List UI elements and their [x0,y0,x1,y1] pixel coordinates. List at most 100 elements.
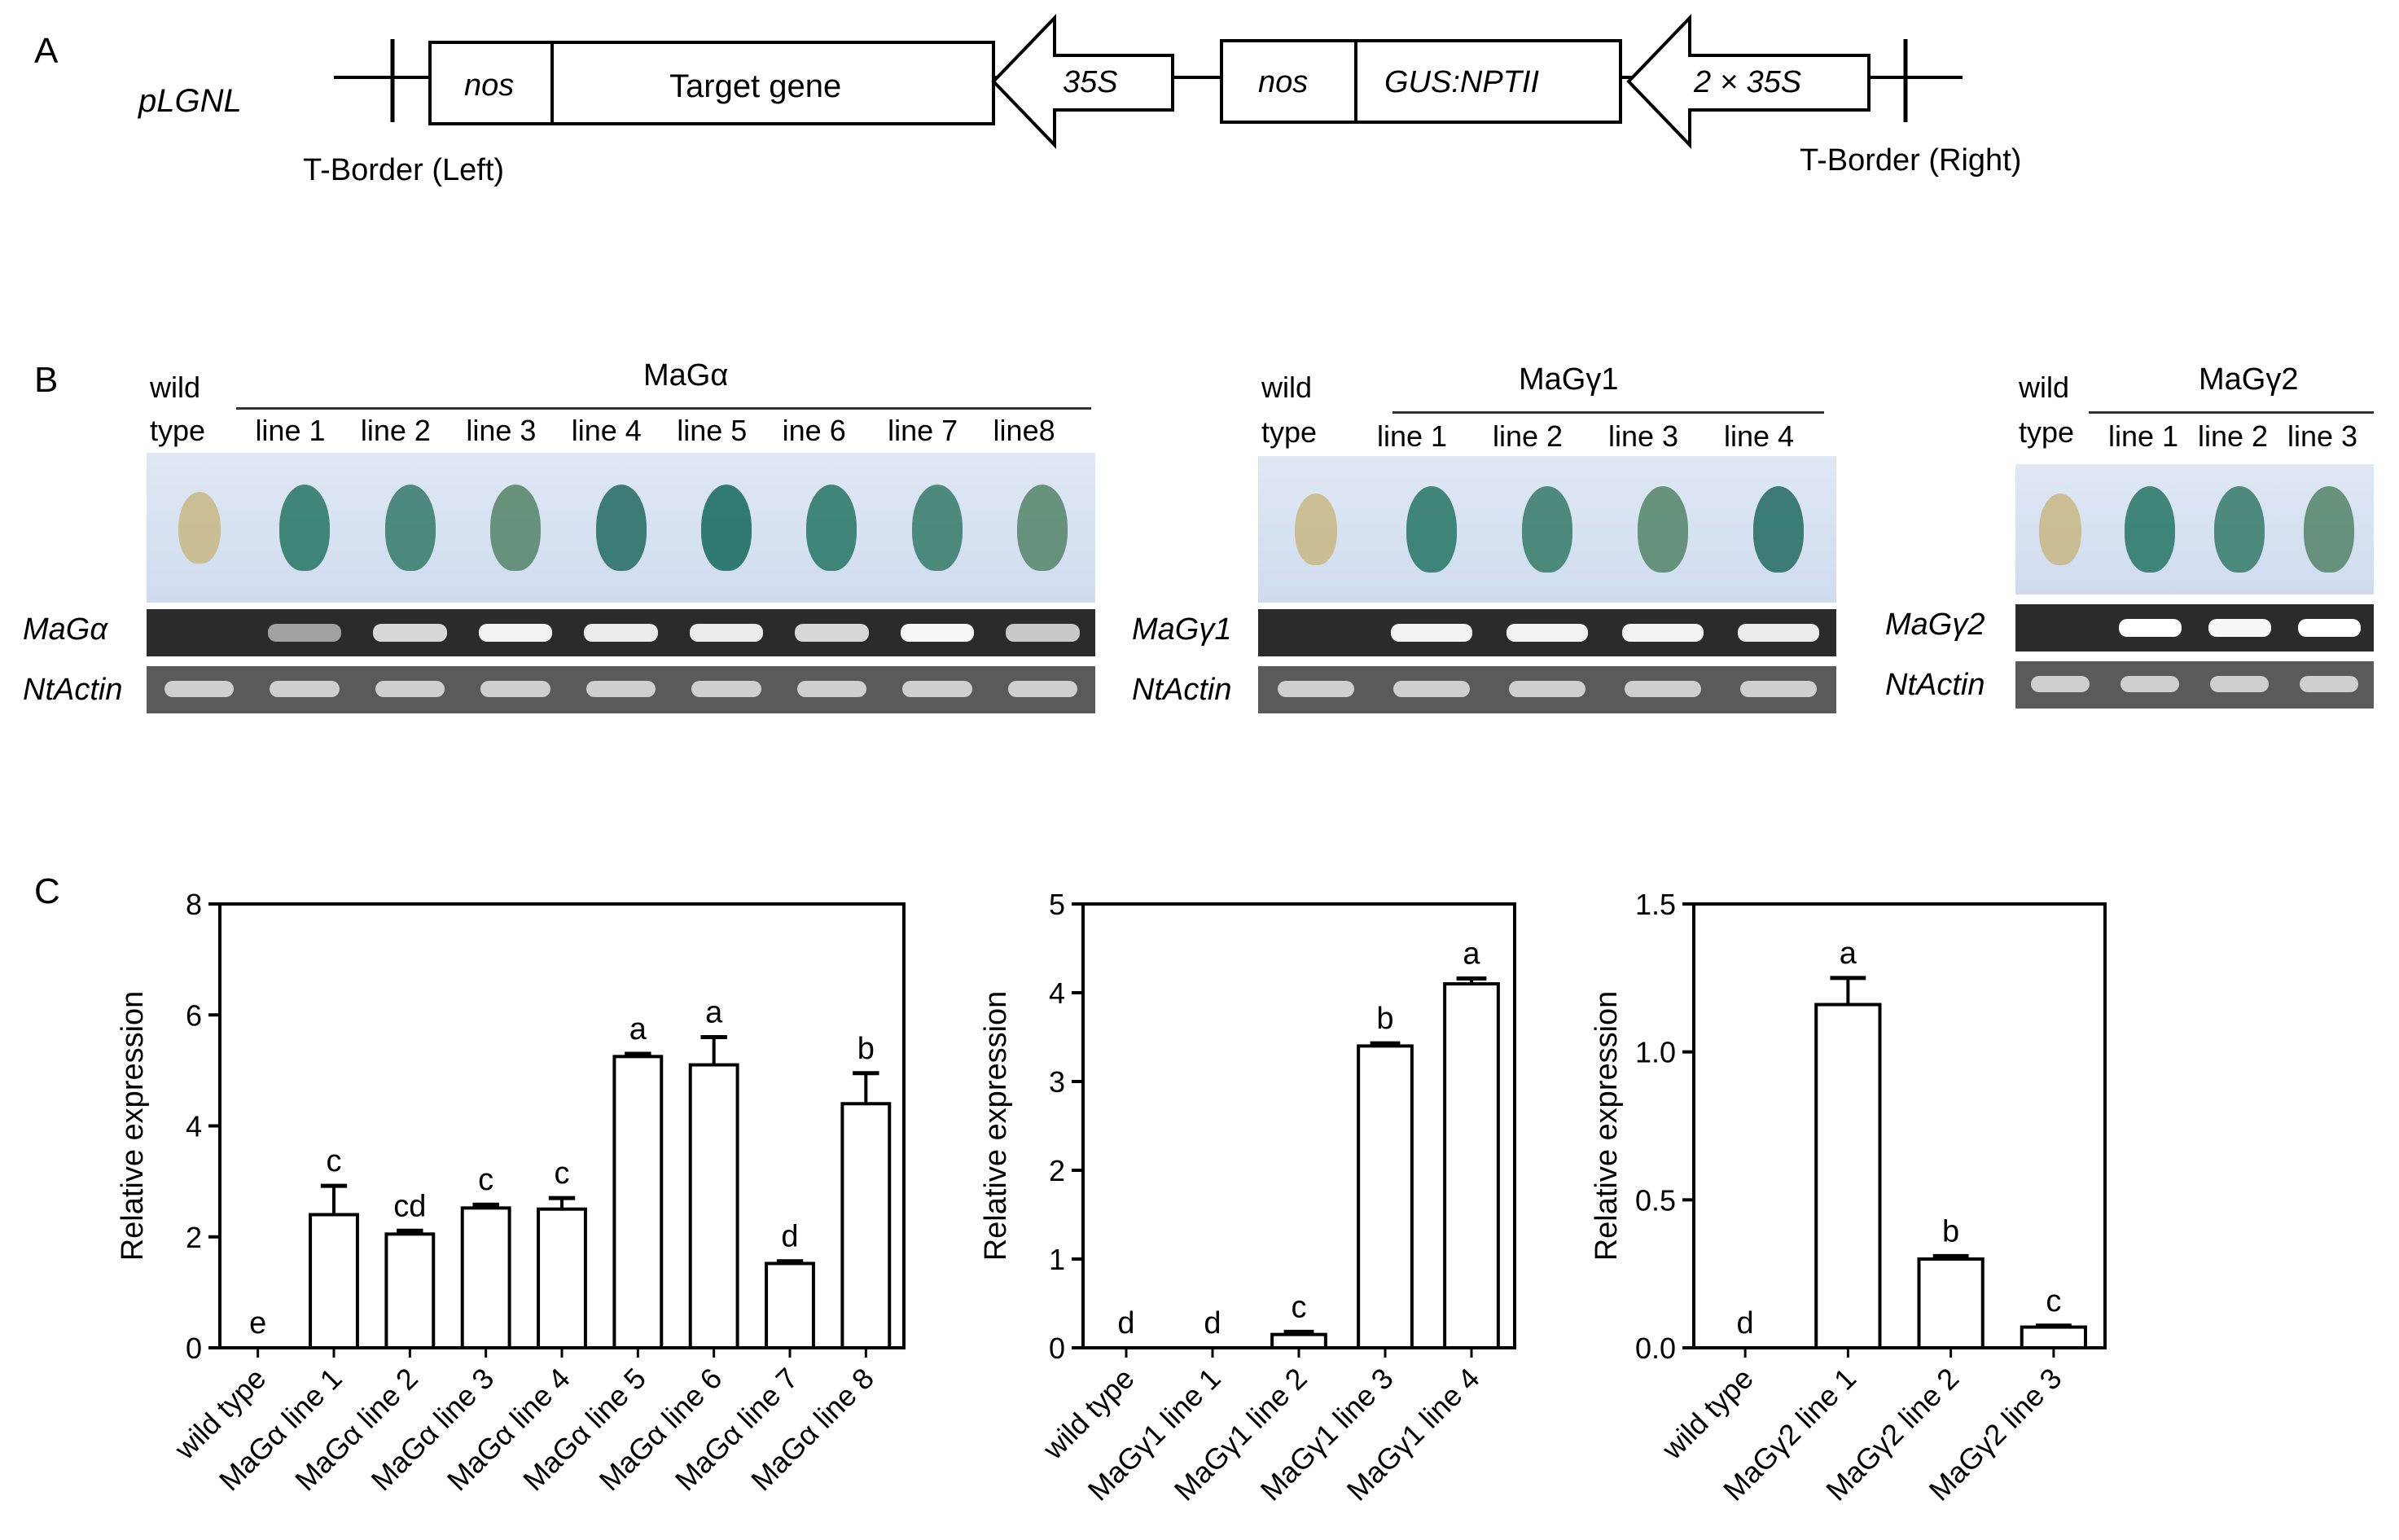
nos-label-2: nos [1258,65,1309,99]
significance-letter: c [2046,1284,2061,1318]
leaf-sample [2214,486,2265,573]
gel-band [689,624,764,642]
wild-type-label: wild [150,371,201,404]
significance-letter: a [1463,937,1480,972]
gel-band [1740,681,1817,697]
wild-type-label: type [1261,415,1318,449]
panel-c-letter: C [34,871,60,911]
gel-band [1625,681,1701,697]
gel-band [1391,624,1472,642]
bar [765,1261,815,1350]
promoter-35s-arrow [991,14,1174,149]
y-tick-label: 5 [1049,888,1065,921]
group-title: MaGγ2 [2199,362,2299,397]
line-label: ine 6 [782,414,846,447]
leaf-sample [2125,486,2175,573]
significance-letter: b [1376,1002,1393,1036]
leaf-sample [1017,485,1068,571]
significance-letter: cd [393,1189,426,1223]
leaf-sample [1753,486,1804,573]
leaf-sample [911,485,963,571]
target-gene-label: Target gene [669,68,842,104]
bar [384,1232,436,1349]
y-tick-label: 1 [1049,1243,1065,1276]
line-label: line 1 [255,414,326,447]
line-label: line 2 [1493,419,1564,453]
line-label: line 7 [888,414,958,447]
gel-band [2297,619,2361,637]
gel-band [2208,619,2271,637]
leaf-sample [1295,493,1337,566]
leaf-sample [595,485,647,571]
bar [612,1055,664,1349]
y-axis-label: Relative expression [1590,991,1624,1261]
gel-band [164,681,235,697]
right-border-label: T-Border (Right) [1800,143,2022,178]
gel-band [375,681,445,697]
significance-letter: c [327,1144,342,1178]
gene-label: MaGγ2 [1885,608,1985,642]
plasmid-map [334,14,1963,149]
leaf-sample [178,491,221,564]
gel-band [1007,681,1077,697]
line-label: line 5 [677,414,748,447]
y-tick-label: 0 [186,1332,202,1365]
line-label: line 3 [1608,419,1679,453]
line-label: line 4 [1724,419,1795,453]
gel-band [478,624,553,642]
plasmid-name: pLGNL [138,83,242,119]
significance-letter: a [705,996,723,1030]
significance-letter: c [478,1163,493,1197]
y-tick-label: 1.5 [1635,888,1676,921]
gel-band [2120,676,2180,692]
group-rule [2089,411,2374,414]
significance-letter: d [1204,1306,1221,1340]
gel-band [796,681,867,697]
bar [688,1063,739,1349]
line-label: line8 [993,414,1055,447]
gel-band [900,624,975,642]
gel-band [1738,624,1819,642]
gus-nptii-label: GUS:NPTII [1384,65,1540,99]
bar [460,1206,511,1350]
y-tick-label: 3 [1049,1065,1065,1099]
y-tick-label: 1.0 [1635,1036,1676,1069]
bar [1917,1257,1985,1349]
leaf-sample [384,485,436,571]
group-title: MaGα [643,358,729,393]
bar [537,1207,587,1349]
gel-band [267,624,342,642]
leaf-sample [700,485,752,571]
actin-label: NtActin [1132,673,1232,707]
significance-letter: a [629,1012,647,1046]
gel-band [2209,676,2270,692]
line-label: line 1 [2108,419,2179,453]
y-tick-label: 8 [186,888,202,921]
gus-nptii-box [1354,39,1622,124]
wild-type-label: type [150,414,206,447]
wild-type-label: type [2019,415,2075,449]
gel-band [584,624,658,642]
panel-b-letter: B [34,360,59,400]
gel-band [1507,624,1588,642]
significance-letter: c [555,1156,570,1191]
promoter-2x35s-label: 2 × 35S [1694,65,1802,99]
gene-label: MaGγ1 [1132,612,1232,647]
leaf-sample [2039,493,2081,566]
gene-label: MaGα [23,612,108,647]
target-gene-box [550,41,995,125]
panel-a-letter: A [34,31,59,71]
gel-band [691,681,761,697]
y-axis-label: Relative expression [979,991,1013,1261]
bar [840,1102,892,1349]
x-tick-label: wild type [1655,1362,1760,1467]
leaf-sample [490,485,542,571]
promoter-2x35s-arrow [1626,14,1871,149]
significance-letter: a [1840,937,1857,971]
bar [1357,1044,1414,1349]
y-tick-label: 4 [186,1110,202,1143]
significance-letter: d [1117,1306,1134,1340]
bar [1814,1003,1882,1350]
group-title: MaGγ1 [1519,362,1619,397]
